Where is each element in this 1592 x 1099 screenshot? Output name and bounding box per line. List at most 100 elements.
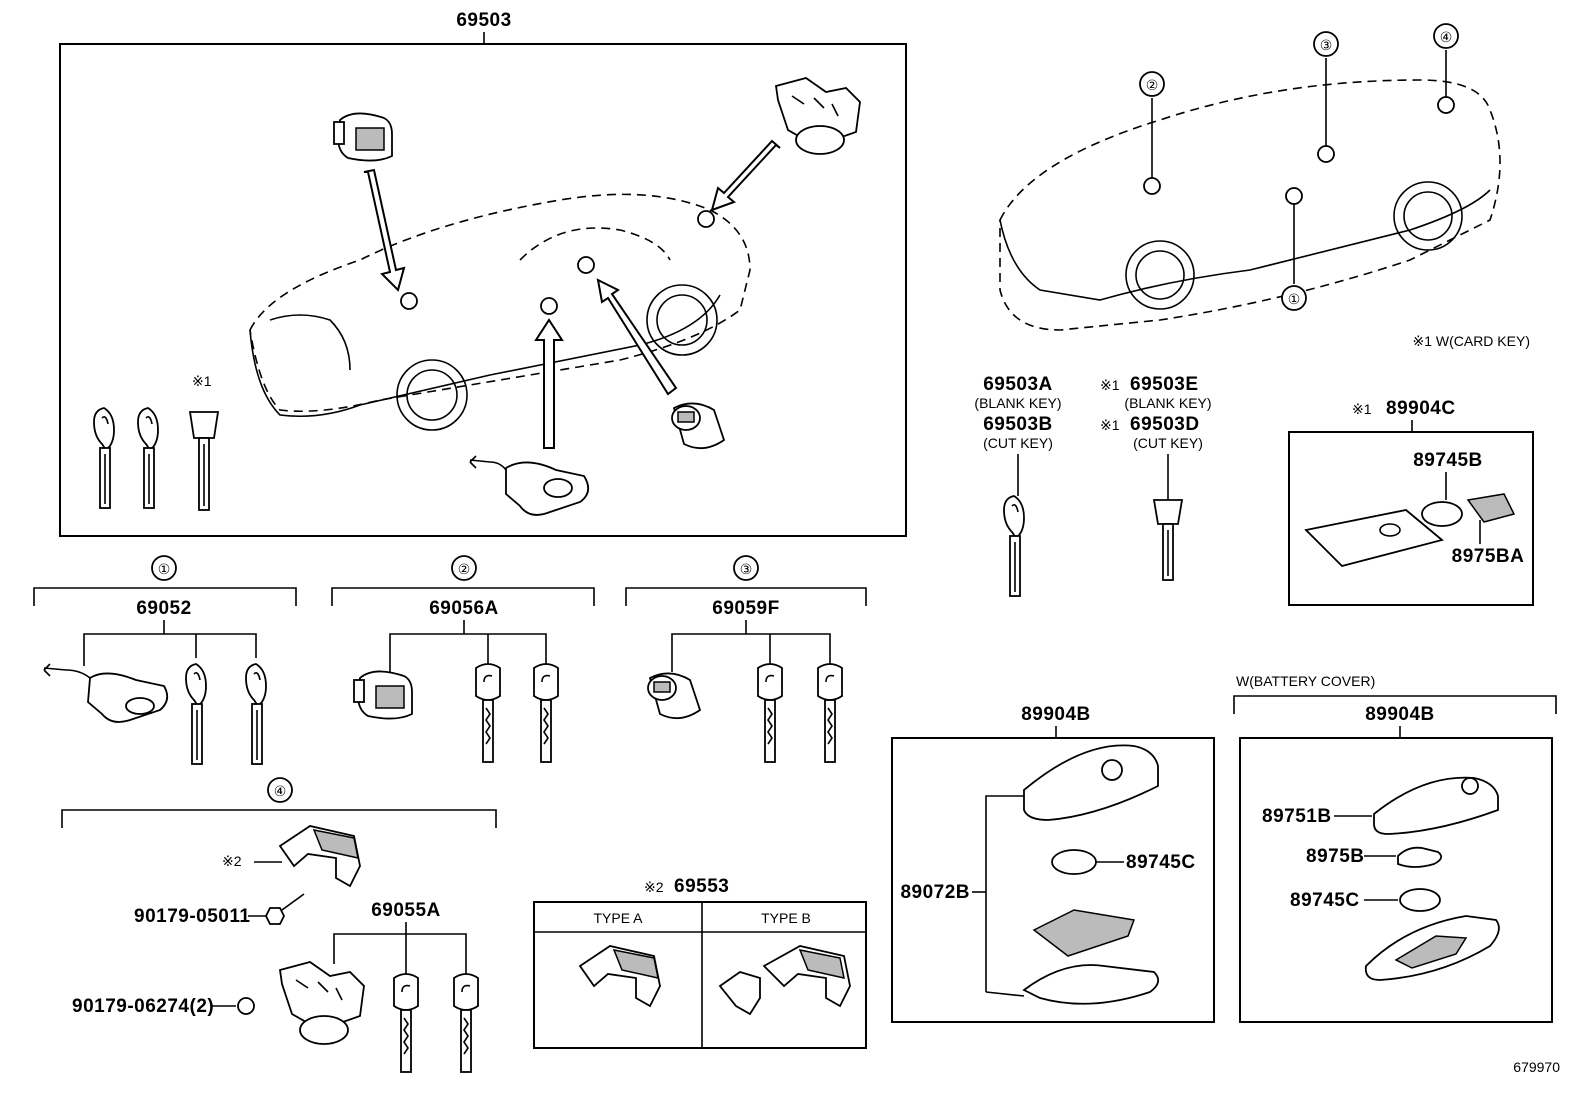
group-2: ② 69056A bbox=[331, 555, 595, 763]
group-1-key-2[interactable] bbox=[245, 663, 267, 765]
main-assembly-group: 69503 bbox=[59, 10, 907, 537]
transmitter-right-battery[interactable] bbox=[1399, 888, 1441, 912]
svg-text:②: ② bbox=[1146, 77, 1159, 93]
group-2-console-cylinder[interactable] bbox=[353, 670, 413, 720]
transmitter-left-part-no[interactable]: 89904B bbox=[1021, 704, 1091, 725]
group-3-part-no[interactable]: 69059F bbox=[712, 598, 779, 619]
svg-text:①: ① bbox=[1288, 291, 1301, 307]
group-2-part-no[interactable]: 69056A bbox=[429, 598, 499, 619]
main-key-2[interactable] bbox=[137, 407, 159, 509]
cover-type-a[interactable] bbox=[578, 945, 661, 1008]
group-4-nut-part-no[interactable]: 90179-06274(2) bbox=[72, 996, 214, 1017]
card-key-marker: ※1 bbox=[1352, 401, 1372, 417]
card-key-holder[interactable] bbox=[1466, 493, 1516, 523]
card-key-holder-part-no[interactable]: 8975BA bbox=[1452, 546, 1525, 567]
transmitter-left-top-cover[interactable] bbox=[1023, 744, 1159, 821]
transmitter-left-battery[interactable] bbox=[1051, 849, 1097, 875]
callout-3-top: ③ bbox=[1313, 31, 1339, 57]
console-lock-part[interactable] bbox=[333, 112, 393, 162]
group-1-part-no[interactable]: 69052 bbox=[136, 598, 191, 619]
key-spec-right: ※1 69503E (BLANK KEY) ※1 69503D (CUT KEY… bbox=[1100, 374, 1212, 581]
arrow-to-glovebox bbox=[596, 278, 678, 396]
key-card-blank-label: (BLANK KEY) bbox=[1124, 395, 1211, 411]
key-blank-part-no[interactable]: 69503A bbox=[983, 374, 1053, 395]
group-4: ④ ※2 90179-05011 69055A 90179-06274(2) bbox=[61, 777, 497, 1073]
key-card-cut-marker: ※1 bbox=[1100, 417, 1120, 433]
callout-4-top: ④ bbox=[1433, 23, 1459, 49]
transmitter-right-part-no[interactable]: 89904B bbox=[1365, 704, 1435, 725]
arrow-to-door bbox=[534, 318, 564, 449]
key-cut-part-no[interactable]: 69503B bbox=[983, 414, 1053, 435]
key-card-blank-part-no[interactable]: 69503E bbox=[1130, 374, 1199, 395]
key-card-cut-label: (CUT KEY) bbox=[1133, 435, 1203, 451]
cover-type-b[interactable] bbox=[718, 945, 851, 1016]
key-cut-label: (CUT KEY) bbox=[983, 435, 1053, 451]
cover-type-b-label: TYPE B bbox=[761, 910, 811, 926]
main-key-card[interactable] bbox=[188, 411, 220, 511]
arrow-to-console bbox=[363, 168, 406, 292]
main-key-card-marker: ※1 bbox=[192, 373, 212, 389]
group-1-callout: ① bbox=[158, 561, 171, 577]
transmitter-right-holder[interactable] bbox=[1397, 846, 1443, 868]
key-card-illustration[interactable] bbox=[1152, 499, 1184, 581]
transmitter-left-circuit[interactable] bbox=[1032, 909, 1136, 957]
group-4-key-2[interactable] bbox=[453, 973, 479, 1073]
cover-type-a-label: TYPE A bbox=[593, 910, 643, 926]
group-3-callout: ③ bbox=[740, 561, 753, 577]
main-assembly-box bbox=[59, 43, 907, 537]
transmitter-right-battery-part-no[interactable]: 89745C bbox=[1290, 890, 1360, 911]
group-4-nut[interactable] bbox=[237, 997, 255, 1015]
group-1-key-1[interactable] bbox=[185, 663, 207, 765]
vehicle-illustration-callouts bbox=[999, 50, 1501, 331]
transmitter-left-battery-part-no[interactable]: 89745C bbox=[1126, 852, 1196, 873]
group-4-trunk-cylinder[interactable] bbox=[278, 961, 365, 1045]
card-key-group: ※1 89904C 89745B 8975BA bbox=[1288, 398, 1534, 606]
cover-table-marker: ※2 bbox=[644, 879, 664, 895]
transmitter-left-bottom-case[interactable] bbox=[1022, 964, 1160, 1005]
group-4-part-no[interactable]: 69055A bbox=[371, 900, 441, 921]
card-key-box bbox=[1288, 431, 1534, 606]
group-4-cover[interactable] bbox=[278, 825, 361, 888]
group-2-key-1[interactable] bbox=[475, 663, 501, 763]
group-4-screw-part-no[interactable]: 90179-05011 bbox=[134, 906, 250, 927]
callout-2-top: ② bbox=[1139, 71, 1165, 97]
arrow-to-trunk bbox=[710, 139, 781, 212]
cover-type-table: ※2 69553 TYPE A TYPE B bbox=[533, 876, 867, 1049]
transmitter-left-case-part-no[interactable]: 89072B bbox=[900, 882, 970, 903]
card-key-part-no[interactable]: 89904C bbox=[1386, 398, 1456, 419]
group-1: ① 69052 bbox=[33, 555, 297, 765]
group-4-key-1[interactable] bbox=[393, 973, 419, 1073]
group-2-key-2[interactable] bbox=[533, 663, 559, 763]
group-3-glovebox-cylinder[interactable] bbox=[647, 672, 702, 720]
group-1-door-cylinder[interactable] bbox=[43, 663, 169, 723]
group-4-cover-marker: ※2 bbox=[222, 853, 242, 869]
card-key-battery[interactable] bbox=[1421, 501, 1463, 527]
transmitter-right-holder-part-no[interactable]: 8975B bbox=[1306, 846, 1365, 867]
card-key-battery-part-no[interactable]: 89745B bbox=[1413, 450, 1483, 471]
key-card-blank-marker: ※1 bbox=[1100, 377, 1120, 393]
key-left-illustration[interactable] bbox=[1003, 495, 1025, 597]
group-4-screw[interactable] bbox=[264, 907, 286, 925]
battery-cover-note: W(BATTERY COVER) bbox=[1236, 673, 1375, 689]
cover-table-part-no[interactable]: 69553 bbox=[674, 876, 729, 897]
transmitter-right-group: W(BATTERY COVER) 89904B 89751B 8975B 897… bbox=[1233, 673, 1557, 1023]
group-3: ③ 69059F bbox=[625, 555, 867, 763]
svg-text:③: ③ bbox=[1320, 37, 1333, 53]
main-assembly-part-no[interactable]: 69503 bbox=[456, 10, 511, 31]
card-key-body[interactable] bbox=[1304, 509, 1444, 568]
main-key-1[interactable] bbox=[93, 407, 115, 509]
group-3-key-1[interactable] bbox=[757, 663, 783, 763]
transmitter-right-cover[interactable] bbox=[1373, 776, 1499, 835]
card-key-note: ※1 W(CARD KEY) bbox=[1412, 333, 1530, 349]
key-blank-label: (BLANK KEY) bbox=[974, 395, 1061, 411]
group-3-key-2[interactable] bbox=[817, 663, 843, 763]
svg-text:④: ④ bbox=[1440, 29, 1453, 45]
vehicle-illustration-main bbox=[249, 193, 751, 431]
transmitter-right-cover-part-no[interactable]: 89751B bbox=[1262, 806, 1332, 827]
key-spec-left: 69503A (BLANK KEY) 69503B (CUT KEY) bbox=[974, 374, 1062, 597]
door-lock-part[interactable] bbox=[469, 455, 590, 516]
glovebox-lock-part[interactable] bbox=[671, 402, 726, 450]
trunk-lock-part[interactable] bbox=[774, 77, 861, 155]
key-card-cut-part-no[interactable]: 69503D bbox=[1130, 414, 1200, 435]
